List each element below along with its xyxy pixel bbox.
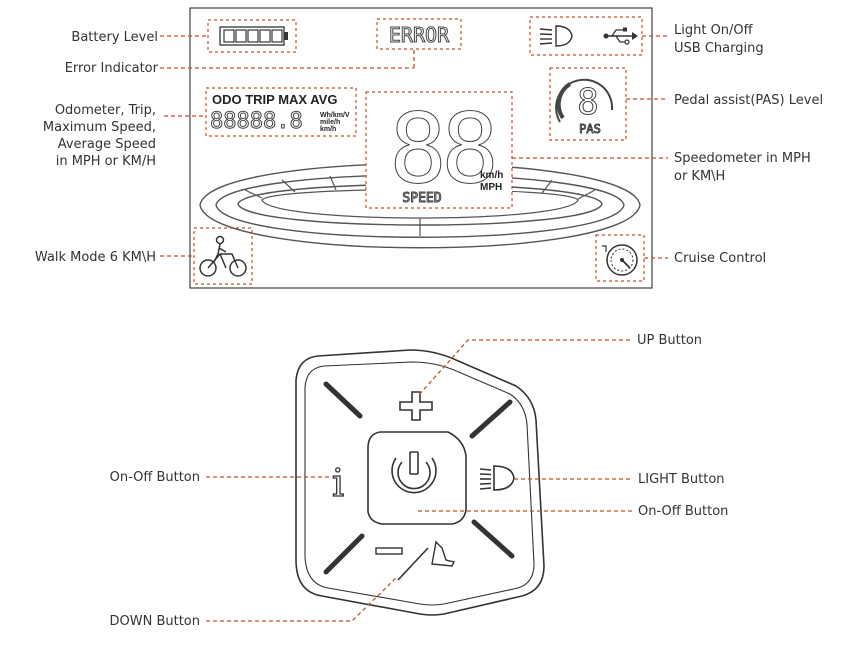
pas-digit: 8 — [577, 82, 599, 123]
info-icon: i — [332, 461, 344, 505]
speed-digit-2: 8 — [441, 93, 499, 205]
lcd-display: ERROR — [189, 7, 653, 289]
label-error-indicator: Error Indicator — [65, 61, 159, 76]
speedometer-gauge-icon — [602, 244, 638, 276]
walk-mode-indicator — [193, 227, 253, 285]
cruise-control-indicator — [595, 234, 645, 282]
controller: + i — [295, 349, 545, 616]
lcd-leaders — [160, 35, 668, 259]
label-onoff-left: On-Off Button — [110, 470, 200, 485]
odo-unit-wh: Wh/km/V — [320, 112, 350, 119]
odo-unit-km: km/h — [320, 126, 336, 133]
up-button[interactable]: + — [396, 386, 436, 426]
power-button-frame — [367, 431, 467, 525]
label-odo-line4: in MPH or KM/H — [56, 154, 156, 169]
label-onoff-right: On-Off Button — [638, 504, 728, 519]
controller-inner-shell — [304, 361, 535, 606]
bicycle-walk-icon — [199, 235, 247, 277]
odo-digits: 88888.8 — [210, 109, 303, 134]
plus-icon — [399, 391, 433, 421]
label-light-line2: USB Charging — [674, 41, 764, 56]
down-button[interactable]: — — [375, 540, 456, 581]
speed-arc-gauge — [199, 163, 641, 249]
headlight-icon — [539, 25, 573, 47]
label-battery-level: Battery Level — [71, 30, 158, 45]
label-walk-mode: Walk Mode 6 KM\H — [35, 250, 156, 265]
controller-leaders — [206, 339, 632, 622]
pas-indicator: 8 PAS — [549, 67, 627, 141]
label-speedo-line1: Speedometer in MPH — [674, 151, 811, 166]
light-button[interactable] — [479, 465, 515, 491]
label-odo-line3: Average Speed — [58, 137, 156, 152]
odometer-block: ODO TRIP MAX AVG 88888.8 Wh/km/V mile/h … — [205, 87, 357, 137]
controller-labels: UP Button On-Off Button LIGHT Button On-… — [110, 333, 729, 629]
speed-unit-mph: MPH — [480, 182, 502, 193]
battery-icon — [207, 19, 297, 53]
walk-foot-icon — [431, 540, 456, 567]
label-down-button: DOWN Button — [110, 614, 201, 629]
info-button[interactable]: i — [331, 460, 344, 505]
label-pas-level: Pedal assist(PAS) Level — [674, 93, 823, 108]
power-button[interactable] — [367, 431, 467, 525]
usb-icon — [603, 27, 638, 45]
slash-divider — [397, 547, 429, 581]
power-icon — [391, 451, 437, 494]
label-odo-line1: Odometer, Trip, — [55, 103, 156, 118]
label-up-button: UP Button — [637, 333, 702, 348]
label-speedo-line2: or KM\H — [674, 169, 725, 184]
error-indicator: ERROR — [376, 18, 462, 50]
label-odo-line2: Maximum Speed, — [43, 120, 156, 135]
pas-caption: PAS — [579, 122, 601, 136]
speedometer-block: 8 88 8 km/h MPH SPEED — [365, 91, 513, 209]
odo-unit-mile: mile/h — [320, 119, 340, 126]
speed-caption: SPEED — [402, 191, 441, 206]
label-cruise-control: Cruise Control — [674, 251, 766, 266]
error-text: ERROR — [389, 23, 450, 47]
light-usb-box — [529, 16, 643, 56]
odo-header: ODO TRIP MAX AVG — [212, 92, 337, 107]
controller-diagonal-bars — [323, 381, 515, 575]
headlight-icon — [479, 465, 515, 491]
label-light-button: LIGHT Button — [638, 472, 725, 487]
speed-unit-kmh: km/h — [480, 170, 503, 181]
label-light-line1: Light On/Off — [674, 23, 754, 38]
speed-digit-1: 8 — [389, 93, 447, 205]
minus-icon — [375, 547, 403, 555]
lcd-labels: Battery Level Error Indicator Light On/O… — [35, 23, 823, 266]
